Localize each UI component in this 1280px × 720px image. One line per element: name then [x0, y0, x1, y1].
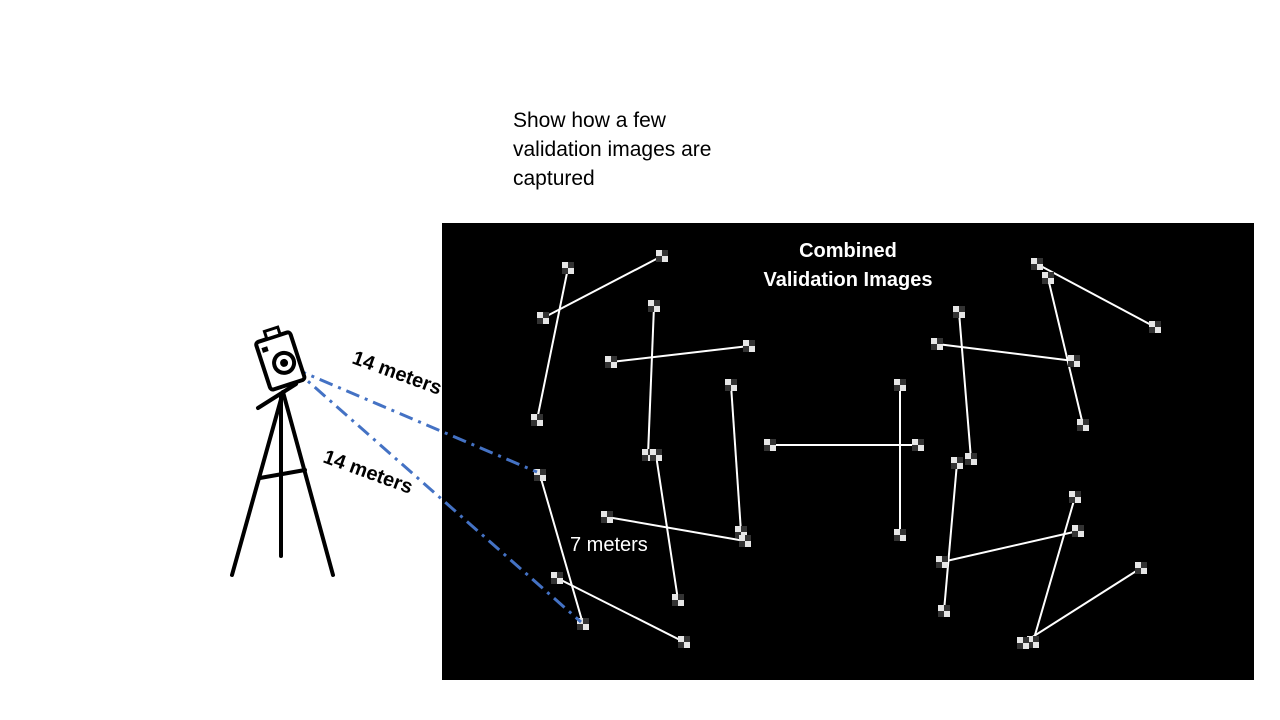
marker — [678, 636, 690, 648]
description-note: Show how a few validation images are cap… — [513, 106, 753, 193]
marker — [951, 457, 963, 469]
sight-lines — [292, 366, 582, 624]
marker — [894, 379, 906, 391]
segment — [1032, 496, 1076, 643]
panel-title-line-1: Combined — [799, 240, 897, 262]
marker — [650, 449, 662, 461]
sight-line-lower — [292, 366, 582, 624]
segment — [730, 384, 742, 533]
segment — [941, 530, 1079, 563]
marker — [931, 338, 943, 350]
segment — [539, 474, 584, 625]
marker-group — [531, 250, 1161, 649]
segment — [536, 267, 569, 421]
marker — [725, 379, 737, 391]
marker — [936, 556, 948, 568]
marker — [605, 356, 617, 368]
segment — [1047, 277, 1084, 426]
segment — [556, 577, 685, 643]
marker — [739, 535, 751, 547]
segment — [606, 516, 746, 542]
distance-label-lower: 14 meters — [320, 446, 415, 499]
marker — [672, 594, 684, 606]
panel-title-line-2: Validation Images — [764, 269, 933, 291]
segment — [958, 311, 972, 460]
marker — [938, 605, 950, 617]
marker — [965, 453, 977, 465]
segment — [647, 305, 655, 456]
marker — [1068, 355, 1080, 367]
marker — [562, 262, 574, 274]
marker — [656, 250, 668, 262]
tripod-icon — [230, 382, 335, 577]
segment — [943, 462, 958, 612]
marker — [537, 312, 549, 324]
marker — [531, 414, 543, 426]
marker — [1072, 525, 1084, 537]
marker — [912, 439, 924, 451]
segment — [542, 255, 663, 319]
validation-segments — [536, 255, 1156, 644]
segment — [1022, 567, 1142, 644]
note-line-3: captured — [513, 167, 595, 190]
marker — [1027, 636, 1039, 648]
marker — [601, 511, 613, 523]
marker — [1069, 491, 1081, 503]
marker — [1042, 272, 1054, 284]
camera-icon — [254, 325, 307, 392]
marker — [764, 439, 776, 451]
note-line-2: validation images are — [513, 138, 712, 161]
distance-label-upper: 14 meters — [349, 347, 444, 400]
marker — [1077, 419, 1089, 431]
marker — [1031, 258, 1043, 270]
segment — [610, 345, 750, 363]
marker — [894, 529, 906, 541]
marker — [1017, 637, 1029, 649]
marker — [1149, 321, 1161, 333]
segment — [936, 343, 1075, 362]
marker — [1135, 562, 1147, 574]
note-line-1: Show how a few — [513, 109, 666, 132]
marker — [953, 306, 965, 318]
marker — [551, 572, 563, 584]
span-label: 7 meters — [570, 534, 648, 556]
marker — [743, 340, 755, 352]
marker — [648, 300, 660, 312]
segment — [1036, 263, 1156, 328]
